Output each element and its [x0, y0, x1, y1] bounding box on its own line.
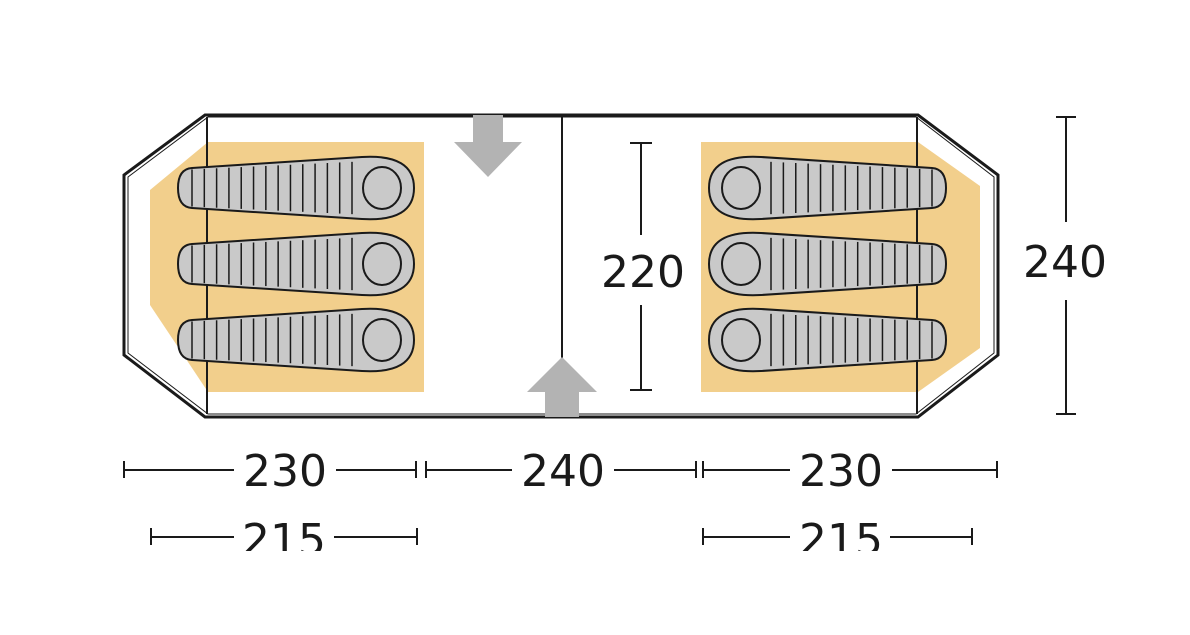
- sleeping-bag-icon: [707, 231, 948, 297]
- entrance-arrow-icon: [527, 357, 597, 417]
- entrance-arrow-icon: [454, 115, 522, 177]
- dimension-row-widths: [123, 461, 998, 478]
- tent-outline-outer: [122, 113, 1000, 419]
- left-section-width-label: 230: [243, 446, 327, 497]
- left-bedroom-width-label: 215: [242, 515, 326, 566]
- sleeping-bags: [176, 155, 948, 373]
- right-section-width-label: 230: [799, 446, 883, 497]
- sleeping-bag-icon: [707, 155, 948, 221]
- bedroom-height-label: 220: [601, 247, 685, 298]
- sleeping-bag-icon: [176, 231, 416, 297]
- dimension-row-bedroom-widths: [150, 528, 973, 545]
- sleeping-bag-icon: [176, 307, 416, 373]
- center-section-width-label: 240: [521, 446, 605, 497]
- dimension-bedroom-height: [630, 142, 652, 391]
- sleeping-bag-icon: [176, 155, 416, 221]
- dimension-overall-height: [1056, 116, 1076, 415]
- sleeping-bag-icon: [707, 307, 948, 373]
- right-bedroom-width-label: 215: [799, 515, 883, 566]
- overall-height-label: 240: [1023, 237, 1107, 288]
